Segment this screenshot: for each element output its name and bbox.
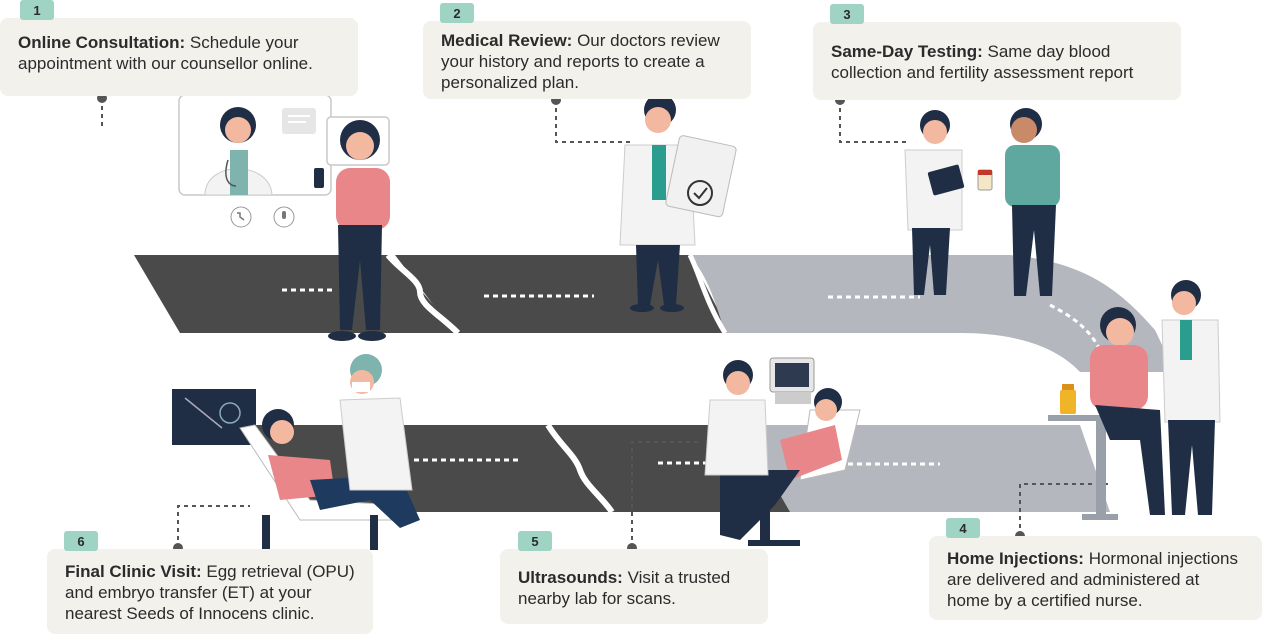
step-3-text: Same day blood collection and fertility … bbox=[831, 42, 1134, 82]
connectors bbox=[101, 98, 1110, 548]
step-1-badge: 1 bbox=[20, 0, 54, 20]
step-6-text: Egg retrieval (OPU) and embryo transfer … bbox=[65, 562, 355, 623]
step-2-card: Medical Review: Our doctors review your … bbox=[423, 21, 751, 99]
step-4-card: Home Injections: Hormonal injections are… bbox=[929, 536, 1262, 620]
step-1-text: Schedule your appointment with our couns… bbox=[18, 33, 313, 73]
home-injection-illustration bbox=[1048, 280, 1221, 520]
lab-testing-illustration bbox=[904, 108, 1060, 296]
clinic-visit-illustration bbox=[172, 354, 420, 550]
doctor-with-report bbox=[619, 94, 737, 312]
step-4-badge: 4 bbox=[946, 518, 980, 538]
step-3-badge: 3 bbox=[830, 4, 864, 24]
step-4-text: Hormonal injections are delivered and ad… bbox=[947, 549, 1238, 610]
step-6-title: Final Clinic Visit: bbox=[65, 562, 202, 581]
step-2-title: Medical Review: bbox=[441, 31, 573, 50]
step-2-text: Our doctors review your history and repo… bbox=[441, 31, 720, 92]
step-6-badge: 6 bbox=[64, 531, 98, 551]
step-4-title: Home Injections: bbox=[947, 549, 1084, 568]
ultrasound-illustration bbox=[704, 357, 861, 546]
step-5-card: Ultrasounds: Visit a trusted nearby lab … bbox=[500, 549, 768, 624]
step-5-badge: 5 bbox=[518, 531, 552, 551]
step-3-card: Same-Day Testing: Same day blood collect… bbox=[813, 22, 1181, 100]
step-5-title: Ultrasounds: bbox=[518, 568, 623, 587]
step-1-title: Online Consultation: bbox=[18, 33, 186, 52]
step-1-card: Online Consultation: Schedule your appoi… bbox=[0, 18, 358, 96]
step-2-badge: 2 bbox=[440, 3, 474, 23]
step-3-title: Same-Day Testing: bbox=[831, 42, 983, 61]
woman-with-phone bbox=[314, 120, 390, 341]
step-6-card: Final Clinic Visit: Egg retrieval (OPU) … bbox=[47, 549, 373, 634]
step-5-text: Visit a trusted nearby lab for scans. bbox=[518, 568, 731, 608]
